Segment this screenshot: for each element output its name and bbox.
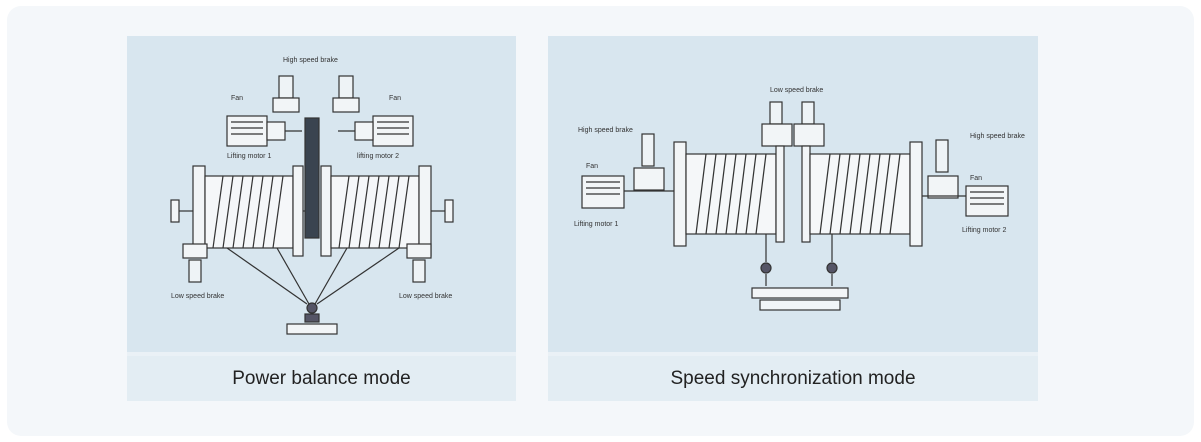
- high-speed-brake-icon: [272, 75, 360, 113]
- rope-lines: [765, 234, 833, 262]
- low-speed-brake-label: Low speed brake: [770, 87, 823, 94]
- power-balance-card: High speed brake Fan Fan Lifting motor 1…: [127, 36, 516, 401]
- high-speed-brake-label: High speed brake: [283, 57, 338, 64]
- lifting-motor-2-label: Lifting motor 2: [962, 227, 1006, 234]
- rope-lines: [226, 247, 400, 305]
- low-speed-brake-right-label: Low speed brake: [399, 293, 452, 300]
- lifting-motor-2-icon: [922, 139, 1009, 217]
- lifting-motor-1-icon: [581, 133, 674, 209]
- power-balance-caption: Power balance mode: [127, 356, 516, 401]
- load-beam-icon: [751, 287, 849, 311]
- hook-load-icon: [286, 302, 338, 335]
- right-drum-icon: [801, 141, 923, 247]
- speed-sync-diagram: Low speed brake High speed brake High sp…: [548, 36, 1038, 352]
- right-drum-icon: [320, 165, 454, 257]
- speed-sync-caption: Speed synchronization mode: [548, 356, 1038, 401]
- lifting-motor-1-label: Lifting motor 1: [227, 153, 271, 160]
- high-speed-brake-right-label: High speed brake: [970, 133, 1025, 140]
- power-balance-svg: High speed brake Fan Fan Lifting motor 1…: [127, 36, 516, 352]
- fan-right-label: Fan: [970, 175, 982, 182]
- lifting-motor-1-label: Lifting motor 1: [574, 221, 618, 228]
- high-speed-brake-left-label: High speed brake: [578, 127, 633, 134]
- center-column: [304, 117, 320, 239]
- speed-sync-card: Low speed brake High speed brake High sp…: [548, 36, 1038, 401]
- lifting-motor-2-label: lifting motor 2: [357, 153, 399, 160]
- low-speed-brake-right-icon: [406, 243, 432, 283]
- fan-right-label: Fan: [389, 95, 401, 102]
- left-drum-icon: [673, 141, 785, 247]
- content-container: High speed brake Fan Fan Lifting motor 1…: [7, 6, 1194, 436]
- left-drum-icon: [170, 165, 305, 257]
- lifting-motor-2-icon: [338, 115, 414, 147]
- fan-left-label: Fan: [586, 163, 598, 170]
- hook-icon: [760, 262, 838, 286]
- power-balance-diagram: High speed brake Fan Fan Lifting motor 1…: [127, 36, 516, 352]
- low-speed-brake-top-icon: [761, 101, 825, 147]
- speed-sync-svg: Low speed brake High speed brake High sp…: [548, 36, 1038, 352]
- low-speed-brake-left-icon: [182, 243, 208, 283]
- low-speed-brake-left-label: Low speed brake: [171, 293, 224, 300]
- fan-left-label: Fan: [231, 95, 243, 102]
- lifting-motor-1-icon: [226, 115, 302, 147]
